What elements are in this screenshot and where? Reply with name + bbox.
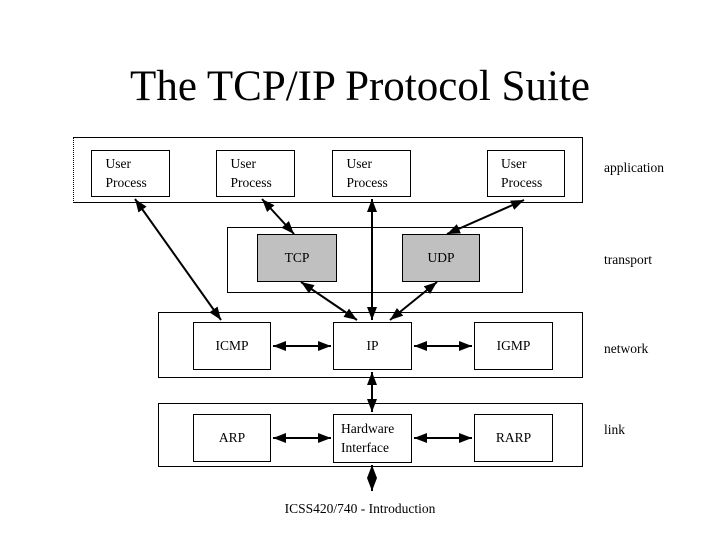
box-ip-label: IP	[366, 337, 379, 353]
footer-text: ICSS420/740 - Introduction	[284, 501, 436, 516]
box-tcp: TCP	[257, 234, 337, 282]
box-user-process-4-label: User Process	[501, 156, 543, 190]
arrow-up1-icmp	[134, 198, 222, 321]
box-udp: UDP	[402, 234, 480, 282]
box-tcp-label: TCP	[284, 249, 310, 265]
box-ip: IP	[333, 322, 412, 370]
box-arp: ARP	[193, 414, 271, 462]
box-rarp-label: RARP	[495, 429, 532, 445]
box-user-process-2: User Process	[216, 150, 295, 197]
box-user-process-1-label: User Process	[105, 156, 147, 190]
application-layer-container	[73, 137, 583, 203]
box-icmp-label: ICMP	[215, 337, 249, 353]
label-network: network	[604, 341, 649, 356]
box-user-process-3-label: User Process	[346, 156, 388, 190]
box-udp-label: UDP	[427, 249, 455, 265]
box-user-process-3: User Process	[332, 150, 411, 197]
slide-title: The TCP/IP Protocol Suite	[130, 63, 590, 110]
box-igmp: IGMP	[474, 322, 553, 370]
box-user-process-2-label: User Process	[230, 156, 272, 190]
label-link: link	[604, 422, 626, 437]
box-hardware-interface: Hardware Interface	[333, 414, 412, 463]
box-rarp: RARP	[474, 414, 553, 462]
box-icmp: ICMP	[193, 322, 271, 370]
box-hardware-interface-label: Hardware Interface	[341, 421, 395, 455]
box-igmp-label: IGMP	[496, 337, 531, 353]
label-application: application	[604, 160, 664, 175]
label-transport: transport	[604, 252, 652, 267]
box-arp-label: ARP	[218, 429, 246, 445]
box-user-process-4: User Process	[487, 150, 565, 197]
box-user-process-1: User Process	[91, 150, 170, 197]
